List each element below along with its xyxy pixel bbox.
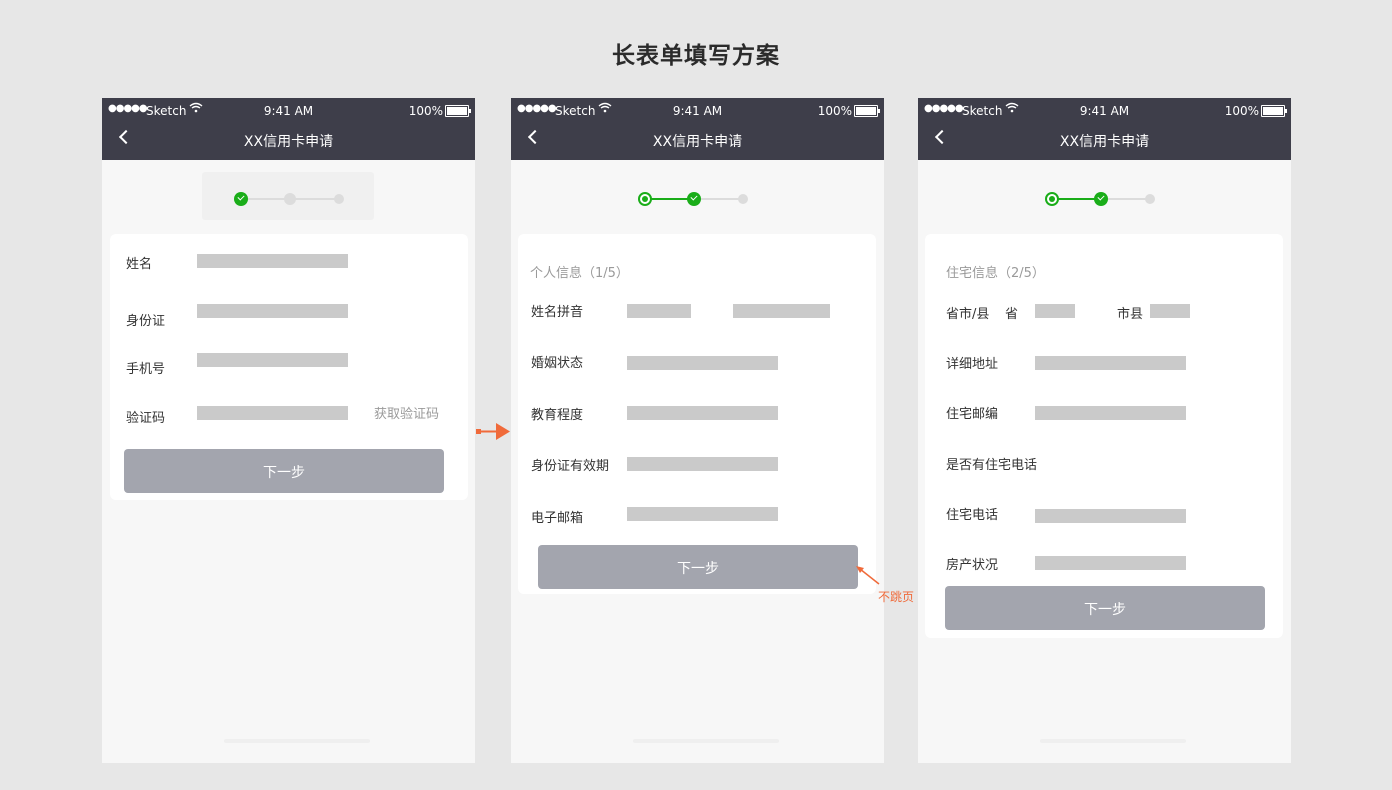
city-label: 市县 [1117, 307, 1144, 322]
phone-input[interactable] [197, 353, 348, 367]
field-label-region: 省市/县 [946, 307, 990, 322]
form-card: 个人信息（1/5） 姓名拼音 婚姻状态 教育程度 身份证有效期 电子邮箱 下一步 [518, 234, 876, 594]
battery-icon [445, 105, 471, 117]
nav-title: XX信用卡申请 [1059, 134, 1150, 150]
page-title: 长表单填写方案 [612, 43, 780, 69]
clock: 9:41 AM [1079, 104, 1130, 118]
home-phone-input[interactable] [1035, 509, 1186, 523]
step-3-dot [1145, 194, 1155, 204]
field-label-name: 姓名 [126, 257, 153, 272]
surname-pinyin-input[interactable] [627, 304, 691, 318]
step-indicator [1045, 192, 1165, 206]
home-indicator [633, 739, 779, 743]
name-input[interactable] [197, 254, 348, 268]
step-line [645, 198, 694, 200]
phone-screen-2: ●●●●● Sketch 9:41 AM 100% XX信用卡申请 个人信息（1… [511, 98, 884, 763]
step-1-done-icon [234, 192, 248, 206]
address-input[interactable] [1035, 356, 1186, 370]
signal-icon: ●●●●● [924, 103, 964, 114]
email-input[interactable] [627, 507, 778, 521]
form-card: 住宅信息（2/5） 省市/县 省 市县 详细地址 住宅邮编 是否有住宅电话 住宅… [925, 234, 1283, 638]
step-indicator [202, 172, 374, 220]
step-3-dot [334, 194, 344, 204]
status-bar: ●●●●● Sketch 9:41 AM 100% [102, 98, 475, 122]
province-input[interactable] [1035, 304, 1075, 318]
carrier-label: Sketch [555, 104, 596, 118]
field-label-has-home-phone: 是否有住宅电话 [946, 458, 1038, 473]
clock: 9:41 AM [672, 104, 723, 118]
province-label: 省 [1005, 307, 1019, 322]
field-label-code: 验证码 [126, 411, 166, 426]
battery-percent: 100% [817, 104, 852, 118]
clock: 9:41 AM [263, 104, 314, 118]
field-label-pinyin: 姓名拼音 [531, 305, 584, 320]
field-label-phone: 手机号 [126, 362, 166, 377]
marital-input[interactable] [627, 356, 778, 370]
phone-screen-3: ●●●●● Sketch 9:41 AM 100% XX信用卡申请 住宅信息（2… [918, 98, 1291, 763]
nav-title: XX信用卡申请 [652, 134, 743, 150]
step-2-dot [284, 193, 296, 205]
get-code-button[interactable]: 获取验证码 [374, 407, 440, 422]
city-input[interactable] [1150, 304, 1190, 318]
wifi-icon [189, 102, 203, 116]
signal-icon: ●●●●● [517, 103, 557, 114]
step-1-current-icon [1045, 192, 1059, 206]
field-label-marital: 婚姻状态 [531, 356, 584, 371]
section-title: 住宅信息（2/5） [946, 266, 1045, 281]
given-pinyin-input[interactable] [733, 304, 830, 318]
zip-input[interactable] [1035, 406, 1186, 420]
wifi-icon [598, 102, 612, 116]
step-2-done-icon [687, 192, 701, 206]
code-input[interactable] [197, 406, 348, 420]
field-label-email: 电子邮箱 [531, 511, 584, 526]
next-button[interactable]: 下一步 [945, 586, 1265, 630]
flow-arrow-icon [476, 423, 510, 440]
home-indicator [1040, 739, 1186, 743]
field-label-id: 身份证 [126, 314, 166, 329]
battery-percent: 100% [1224, 104, 1259, 118]
field-label-education: 教育程度 [531, 408, 584, 423]
nav-title: XX信用卡申请 [243, 134, 334, 150]
annotation-note: 不跳页 [878, 590, 915, 604]
field-label-home-phone: 住宅电话 [946, 508, 999, 523]
wifi-icon [1005, 102, 1019, 116]
carrier-label: Sketch [146, 104, 187, 118]
section-title: 个人信息（1/5） [530, 266, 629, 281]
phone-screen-1: ●●●●● Sketch 9:41 AM 100% XX信用卡申请 姓名 身份证… [102, 98, 475, 763]
next-button[interactable]: 下一步 [538, 545, 858, 589]
next-button[interactable]: 下一步 [124, 449, 444, 493]
top-bar: ●●●●● Sketch 9:41 AM 100% XX信用卡申请 [102, 98, 475, 160]
top-bar: ●●●●● Sketch 9:41 AM 100% XX信用卡申请 [918, 98, 1291, 160]
step-line [1101, 198, 1151, 200]
field-label-property: 房产状况 [946, 558, 999, 573]
step-line [1052, 198, 1101, 200]
step-indicator [638, 192, 758, 206]
property-input[interactable] [1035, 556, 1186, 570]
carrier-label: Sketch [962, 104, 1003, 118]
battery-icon [854, 105, 880, 117]
status-bar: ●●●●● Sketch 9:41 AM 100% [918, 98, 1291, 122]
home-indicator [224, 739, 370, 743]
pointer-arrow-icon [856, 566, 880, 585]
step-line [290, 198, 340, 200]
field-label-zip: 住宅邮编 [946, 407, 999, 422]
field-label-id-validity: 身份证有效期 [531, 459, 610, 474]
signal-icon: ●●●●● [108, 103, 148, 114]
id-input[interactable] [197, 304, 348, 318]
step-3-dot [738, 194, 748, 204]
battery-percent: 100% [408, 104, 443, 118]
top-bar: ●●●●● Sketch 9:41 AM 100% XX信用卡申请 [511, 98, 884, 160]
step-1-current-icon [638, 192, 652, 206]
step-2-done-icon [1094, 192, 1108, 206]
battery-icon [1261, 105, 1287, 117]
education-input[interactable] [627, 406, 778, 420]
step-line [241, 198, 290, 200]
form-card: 姓名 身份证 手机号 验证码 获取验证码 下一步 [110, 234, 468, 500]
step-line [694, 198, 744, 200]
id-validity-input[interactable] [627, 457, 778, 471]
field-label-address: 详细地址 [946, 357, 999, 372]
status-bar: ●●●●● Sketch 9:41 AM 100% [511, 98, 884, 122]
